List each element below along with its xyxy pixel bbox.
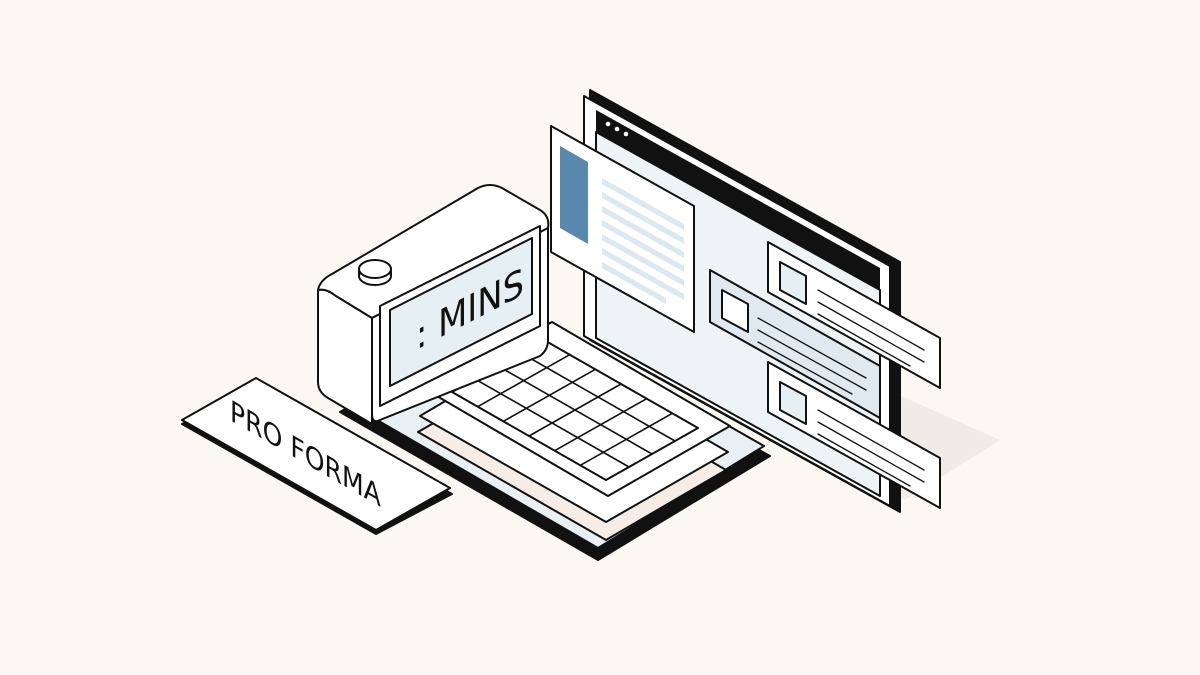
document-sidebar [560, 146, 588, 244]
grid-line [520, 352, 676, 442]
image-placeholder-icon [721, 289, 749, 333]
timer-device: : MINS [317, 184, 550, 425]
floating-card-3 [767, 361, 941, 509]
grid-lines [474, 352, 676, 468]
image-placeholder-icon [779, 381, 807, 425]
grid-line [474, 378, 630, 468]
grid-line [497, 365, 653, 455]
floating-card-2 [709, 269, 881, 419]
document-text-lines [602, 178, 684, 304]
window-dots-icon [605, 121, 629, 137]
image-placeholder-icon [779, 261, 807, 305]
floating-document [550, 125, 695, 333]
shutter-button-icon [358, 259, 392, 286]
floating-card-1 [767, 241, 941, 389]
